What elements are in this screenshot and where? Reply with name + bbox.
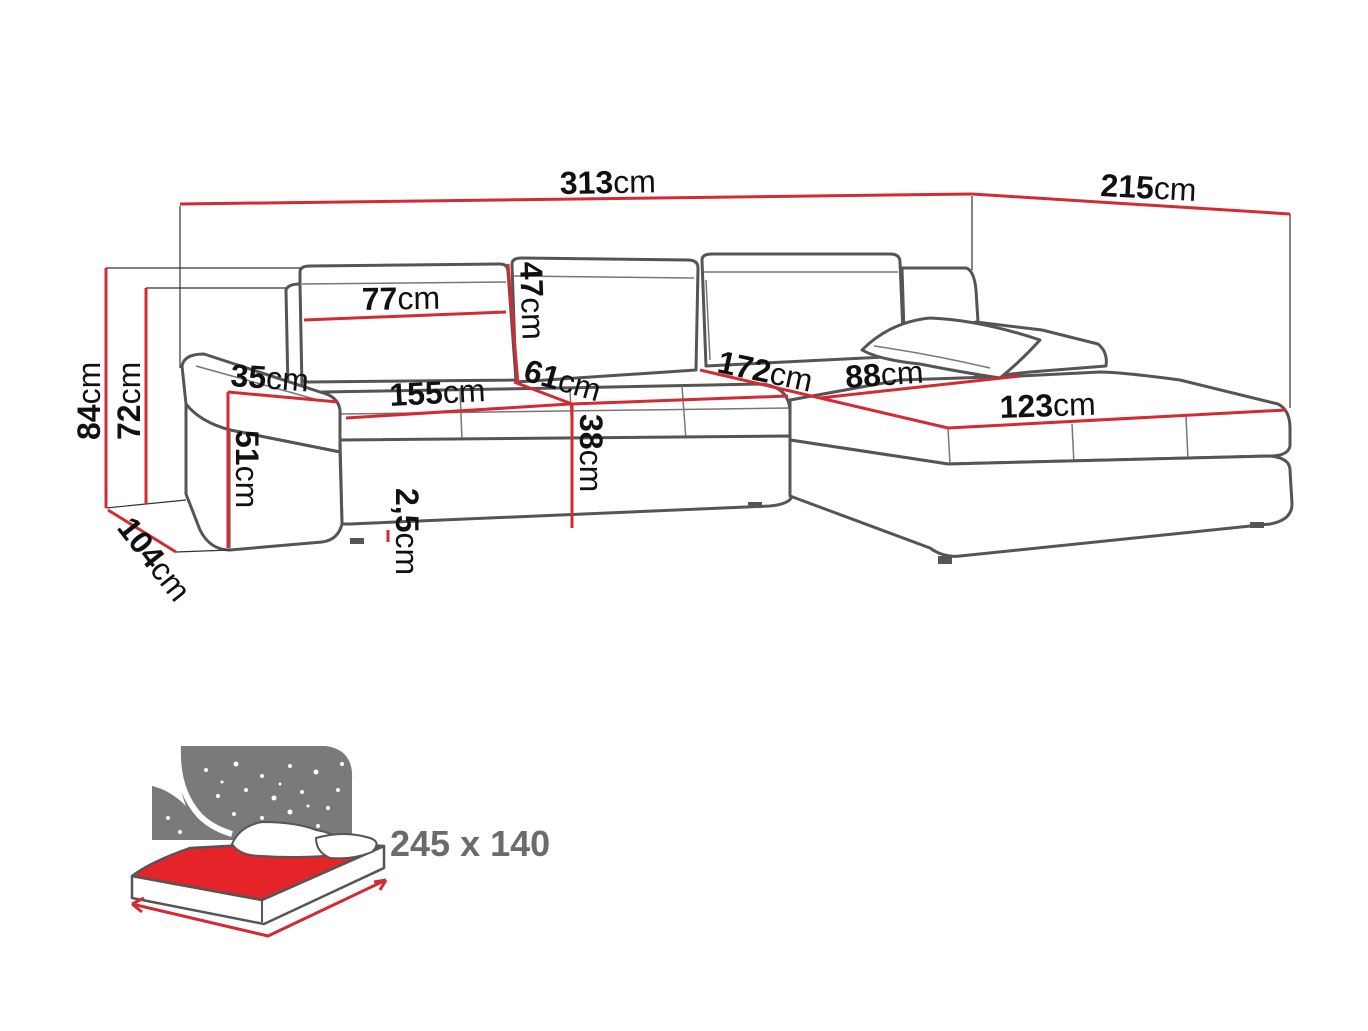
dim-77 [303, 310, 507, 322]
leg [350, 538, 364, 544]
svg-text:215cm: 215cm [1100, 167, 1198, 208]
svg-text:84cm: 84cm [71, 362, 107, 440]
label-72: 72 [111, 404, 147, 440]
bed-night-icon [130, 745, 388, 938]
label-51: 51 [229, 430, 265, 466]
svg-text:47cm: 47cm [513, 261, 552, 340]
chaise-pillow [860, 316, 1042, 380]
label-88: 88 [844, 357, 882, 395]
label-47: 47 [513, 261, 550, 298]
svg-text:104cm: 104cm [110, 510, 198, 608]
dimension-lines [104, 192, 1291, 554]
svg-text:313cm: 313cm [559, 163, 656, 201]
leg [748, 502, 762, 508]
back-cushion-middle [510, 256, 700, 384]
svg-text:35cm: 35cm [230, 357, 311, 398]
dim-61 [513, 380, 573, 406]
dim-47 [506, 263, 520, 385]
svg-text:88cm: 88cm [844, 354, 925, 395]
label-35: 35 [230, 357, 268, 395]
label-215: 215 [1100, 167, 1155, 206]
sleeping-area-label: 245 x 140 [390, 823, 550, 864]
label-84: 84 [71, 404, 107, 440]
dim-104 [107, 508, 177, 554]
label-123: 123 [999, 387, 1054, 425]
svg-text:38cm: 38cm [573, 414, 609, 492]
leg [938, 556, 952, 564]
label-313: 313 [559, 164, 613, 201]
back-cushion-right [700, 252, 906, 368]
chaise-seat [788, 370, 1292, 466]
sofa-drawing [180, 252, 1294, 564]
dim-35 [227, 390, 339, 404]
svg-text:72cm: 72cm [111, 362, 147, 440]
svg-text:77cm: 77cm [361, 280, 440, 317]
label-77: 77 [361, 280, 397, 317]
dim-center [571, 394, 789, 406]
dim-155 [345, 402, 571, 420]
dim-215 [971, 192, 1291, 216]
svg-text:155cm: 155cm [388, 372, 486, 413]
dim-123 [819, 396, 949, 430]
dim-313 [179, 192, 973, 206]
svg-text:2,5cm: 2,5cm [389, 488, 425, 575]
dim-123b [947, 408, 1287, 430]
label-2-5: 2,5 [389, 488, 425, 532]
dim-172 [699, 368, 821, 400]
chaise-base [788, 438, 1294, 558]
svg-text:51cm: 51cm [229, 430, 265, 508]
label-155: 155 [388, 374, 443, 413]
label-38: 38 [573, 414, 609, 450]
dimension-labels: 313cm 215cm 84cm 72cm 104cm 35cm 51cm 77… [71, 163, 1197, 608]
leg [1250, 522, 1264, 528]
svg-text:123cm: 123cm [999, 386, 1096, 425]
dim-88 [819, 374, 1021, 400]
